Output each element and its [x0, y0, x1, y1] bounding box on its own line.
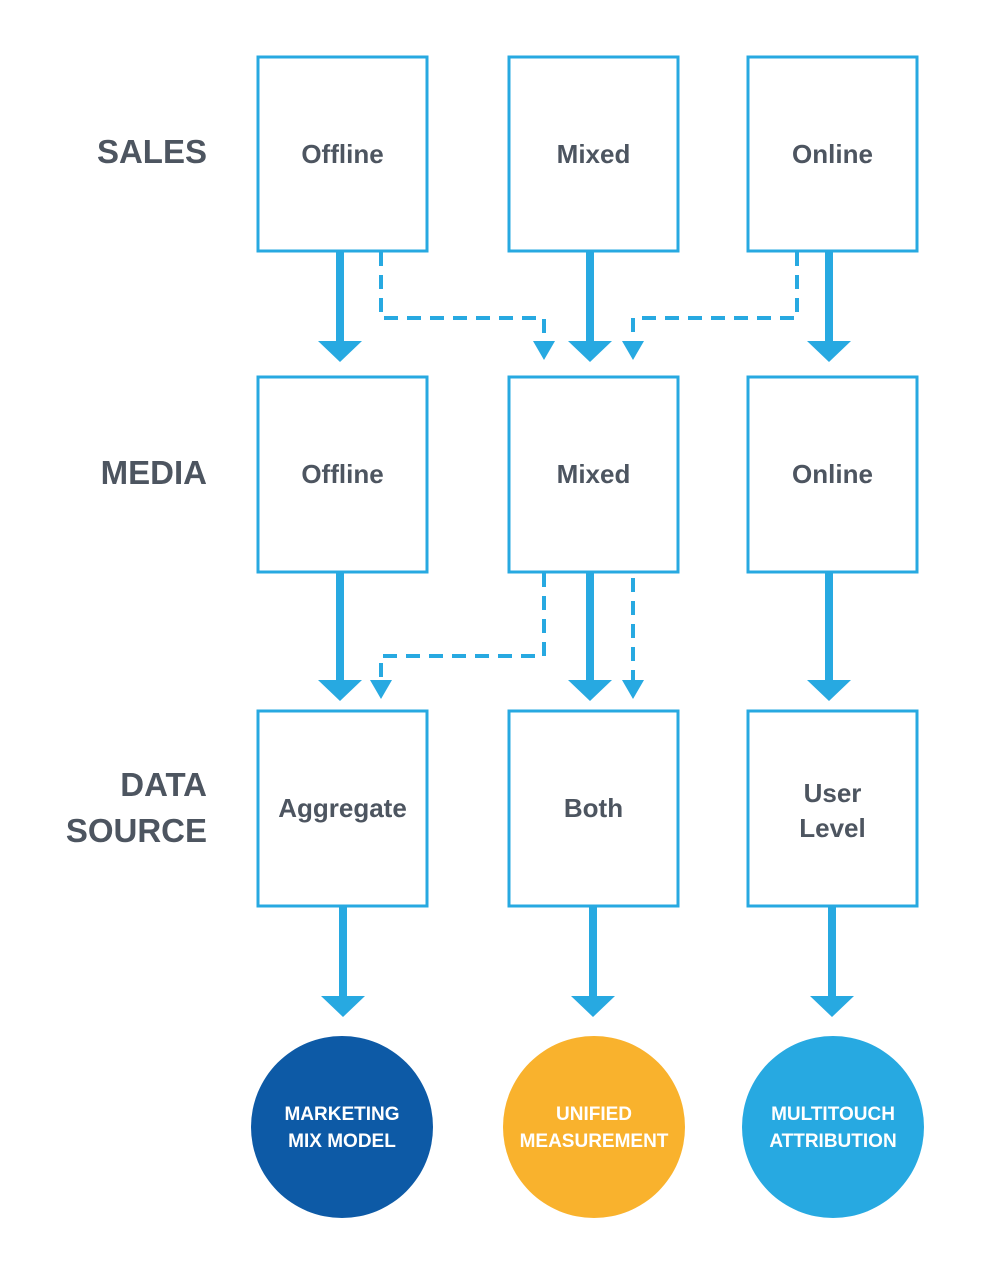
outcome-unified-label-line1: UNIFIED [556, 1104, 632, 1125]
row-label-data-source-line1: DATA [120, 766, 207, 803]
box-media-mixed: Mixed [507, 375, 680, 574]
outcome-mmm-label-line1: MARKETING [284, 1104, 399, 1125]
arrow-user-level-to-mta [810, 907, 854, 1017]
box-media-mixed-label: Mixed [557, 459, 631, 489]
box-data-source-user-level: User Level [746, 709, 919, 908]
outcome-unified-measurement: UNIFIED MEASUREMENT [503, 1036, 685, 1218]
arrow-media-online-to-user-level [807, 573, 851, 701]
row-label-sales: SALES [97, 133, 207, 170]
arrow-both-to-unified [571, 907, 615, 1017]
box-data-source-both: Both [507, 709, 680, 908]
box-sales-offline-label: Offline [301, 139, 383, 169]
arrow-sales-online-to-media-online [807, 252, 851, 362]
box-sales-mixed: Mixed [507, 55, 680, 253]
arrow-sales-offline-to-media-offline [318, 252, 362, 362]
arrow-media-offline-to-aggregate [318, 573, 362, 701]
outcome-mta-label-line2: ATTRIBUTION [769, 1131, 896, 1152]
row-label-media: MEDIA [101, 454, 207, 491]
box-sales-mixed-label: Mixed [557, 139, 631, 169]
outcome-mta-label-line1: MULTITOUCH [771, 1104, 895, 1125]
dashed-arrow-media-mixed-to-both [622, 578, 644, 699]
box-media-online: Online [746, 375, 919, 574]
arrow-aggregate-to-mmm [321, 907, 365, 1017]
arrow-sales-mixed-to-media-mixed [568, 252, 612, 362]
dashed-arrow-sales-online-to-media-mixed [622, 252, 799, 360]
box-media-offline-label: Offline [301, 459, 383, 489]
box-data-source-aggregate-label: Aggregate [278, 793, 407, 823]
box-sales-online-label: Online [792, 139, 873, 169]
dashed-arrow-sales-offline-to-media-mixed [379, 252, 555, 360]
outcome-marketing-mix-model: MARKETING MIX MODEL [251, 1036, 433, 1218]
box-data-source-aggregate: Aggregate [256, 709, 429, 908]
dashed-arrow-media-mixed-to-aggregate [370, 573, 546, 699]
box-data-source-user-label-line2: Level [799, 813, 866, 843]
box-data-source-user-label-line1: User [804, 778, 862, 808]
outcome-multitouch-attribution: MULTITOUCH ATTRIBUTION [742, 1036, 924, 1218]
box-sales-online: Online [746, 55, 919, 253]
arrow-media-mixed-to-both [568, 573, 612, 701]
row-label-data-source-line2: SOURCE [66, 812, 207, 849]
outcome-unified-label-line2: MEASUREMENT [520, 1131, 669, 1152]
box-data-source-both-label: Both [564, 793, 623, 823]
box-media-offline: Offline [256, 375, 429, 574]
box-media-online-label: Online [792, 459, 873, 489]
outcome-mmm-label-line2: MIX MODEL [288, 1131, 396, 1152]
box-sales-offline: Offline [256, 55, 429, 253]
